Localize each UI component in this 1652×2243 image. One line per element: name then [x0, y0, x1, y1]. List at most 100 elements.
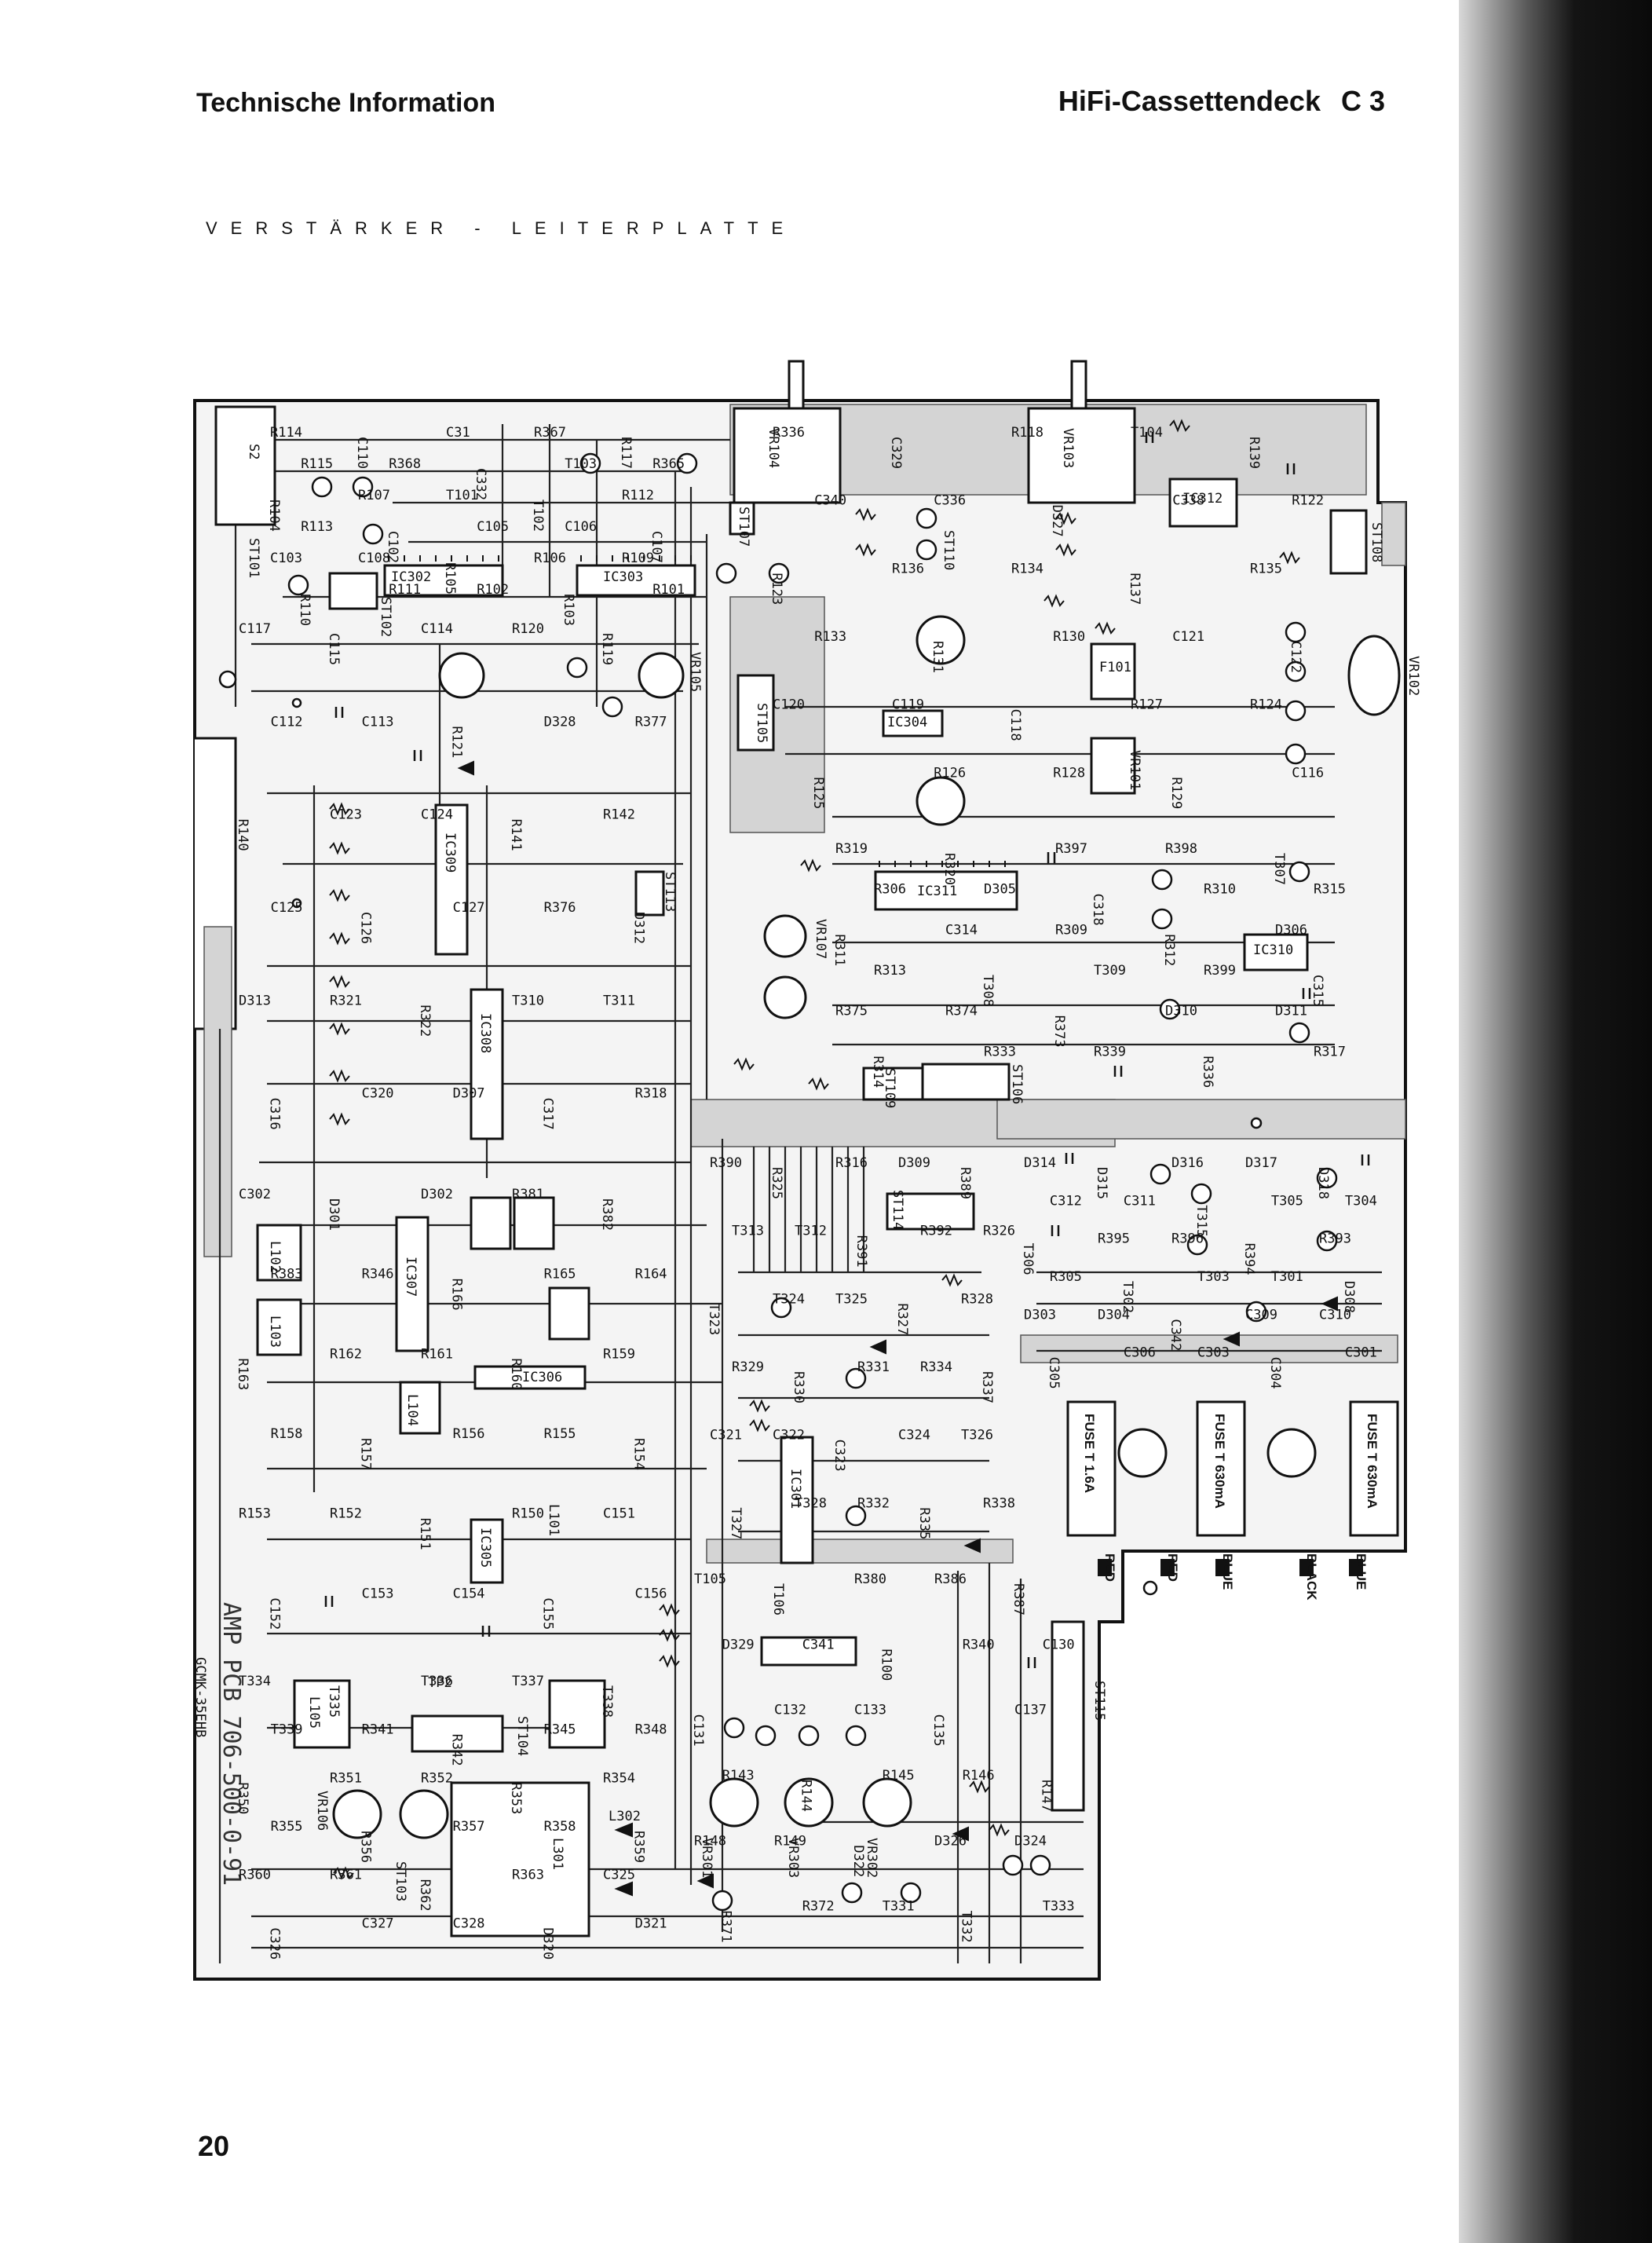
part-label: C116 — [1292, 765, 1324, 781]
pcb-marking: AMP PCB 706-500-0-91 — [217, 1602, 245, 1886]
part-label: C340 — [814, 493, 846, 509]
part-label: R162 — [330, 1346, 362, 1362]
label-s2: S2 — [246, 444, 261, 459]
part-label: R395 — [1098, 1231, 1130, 1247]
part-label: R374 — [945, 1004, 978, 1019]
part-label: D326 — [934, 1833, 967, 1849]
component-labels: IC302 IC303 IC312 IC304 IC309 IC311 IC31… — [192, 428, 1421, 1901]
transistors — [287, 452, 1338, 1912]
part-label: C117 — [239, 621, 271, 637]
label-vr107: VR107 — [813, 919, 828, 959]
part-label: D314 — [1024, 1155, 1056, 1171]
label-terminal-1: RED — [1102, 1553, 1117, 1582]
part-label: C316 — [267, 1098, 283, 1130]
part-label: D302 — [421, 1187, 453, 1202]
part-label: R133 — [814, 629, 846, 645]
part-label: R377 — [635, 714, 667, 730]
part-label: T105 — [694, 1572, 726, 1587]
part-label: C322 — [773, 1428, 805, 1443]
part-label: R314 — [870, 1056, 886, 1088]
part-label: R151 — [417, 1518, 433, 1550]
part-label: C325 — [603, 1868, 635, 1883]
part-label: R367 — [534, 425, 566, 441]
terminals — [1098, 1559, 1363, 1576]
part-label: T312 — [795, 1224, 827, 1239]
pcb-sub-marking: GCMK-35EHB — [192, 1657, 208, 1737]
connector-blocks — [214, 405, 1368, 1812]
part-label: C304 — [1267, 1357, 1283, 1389]
part-label: C327 — [362, 1916, 394, 1931]
part-label: R112 — [622, 488, 654, 503]
part-label: D322 — [850, 1845, 866, 1877]
section-subtitle: VERSTÄRKER - LEITERPLATTE — [206, 218, 797, 238]
part-label: R131 — [930, 641, 945, 673]
part-label: C156 — [635, 1586, 667, 1601]
part-label: R120 — [512, 621, 544, 637]
part-label: R135 — [1250, 561, 1282, 576]
part-label: R130 — [1053, 629, 1085, 645]
part-label: D305 — [984, 882, 1016, 898]
part-label: T301 — [1271, 1269, 1303, 1285]
part-label: D301 — [326, 1198, 342, 1231]
part-label: R139 — [1246, 437, 1262, 469]
part-label: R158 — [271, 1426, 303, 1442]
part-label: R114 — [270, 425, 302, 441]
part-label: R115 — [301, 456, 333, 472]
part-label: R318 — [635, 1086, 667, 1102]
part-label: R110 — [297, 594, 312, 626]
part-label: T331 — [883, 1899, 915, 1915]
label-l103: L103 — [267, 1315, 283, 1348]
ic301-body — [780, 1436, 814, 1564]
part-label: R338 — [983, 1495, 1015, 1511]
part-label: R144 — [799, 1780, 814, 1812]
part-label: C132 — [774, 1703, 806, 1718]
part-label: R140 — [235, 819, 250, 851]
part-label: C137 — [1014, 1703, 1047, 1718]
part-label: R381 — [512, 1187, 544, 1202]
part-label: C108 — [358, 551, 390, 566]
part-label: R145 — [883, 1768, 915, 1784]
part-label: R317 — [1314, 1044, 1346, 1059]
label-st113: ST113 — [662, 872, 678, 912]
part-label: R310 — [1204, 882, 1236, 898]
part-label: R142 — [603, 807, 635, 823]
part-label: C106 — [565, 519, 597, 535]
part-label: R336 — [773, 425, 805, 441]
label-fuse-2: FUSE T 630mA — [1212, 1414, 1227, 1509]
part-label: R394 — [1241, 1243, 1257, 1275]
ic309-body — [434, 803, 469, 956]
part-label: D313 — [239, 993, 271, 1008]
part-label: R125 — [810, 777, 826, 809]
part-label: T106 — [770, 1583, 786, 1615]
label-ic301: IC301 — [788, 1469, 803, 1509]
part-label: C124 — [421, 807, 453, 823]
part-label: R312 — [1161, 934, 1177, 966]
part-label: C324 — [898, 1428, 930, 1443]
label-fuse-1: FUSE T 1.6A — [1082, 1414, 1097, 1493]
part-label: T328 — [795, 1495, 827, 1511]
part-label: T327 — [728, 1507, 744, 1539]
part-label: T333 — [1043, 1899, 1075, 1915]
part-label: T325 — [835, 1291, 868, 1307]
part-label: C105 — [477, 519, 509, 535]
part-label: R149 — [774, 1833, 806, 1849]
part-label: R362 — [417, 1879, 433, 1912]
ic312-body — [1168, 478, 1238, 528]
part-label: C151 — [603, 1506, 635, 1522]
part-label: R127 — [1131, 697, 1163, 713]
part-label: T337 — [512, 1674, 544, 1689]
label-terminal-3: BLUE — [1220, 1553, 1235, 1590]
part-label: D327 — [1049, 505, 1065, 537]
part-label: C154 — [453, 1586, 485, 1601]
part-label: R136 — [892, 561, 924, 576]
part-label: R397 — [1055, 841, 1087, 857]
part-label: C302 — [239, 1187, 271, 1202]
part-label: D309 — [898, 1155, 930, 1171]
part-label: R389 — [957, 1167, 973, 1199]
label-l102: L102 — [267, 1241, 283, 1273]
part-label: R398 — [1165, 841, 1197, 857]
part-label: R102 — [477, 582, 509, 598]
label-vr301: VR301 — [699, 1838, 715, 1878]
scan-binding-shadow — [1459, 0, 1652, 2243]
label-st115: ST115 — [1091, 1681, 1107, 1721]
